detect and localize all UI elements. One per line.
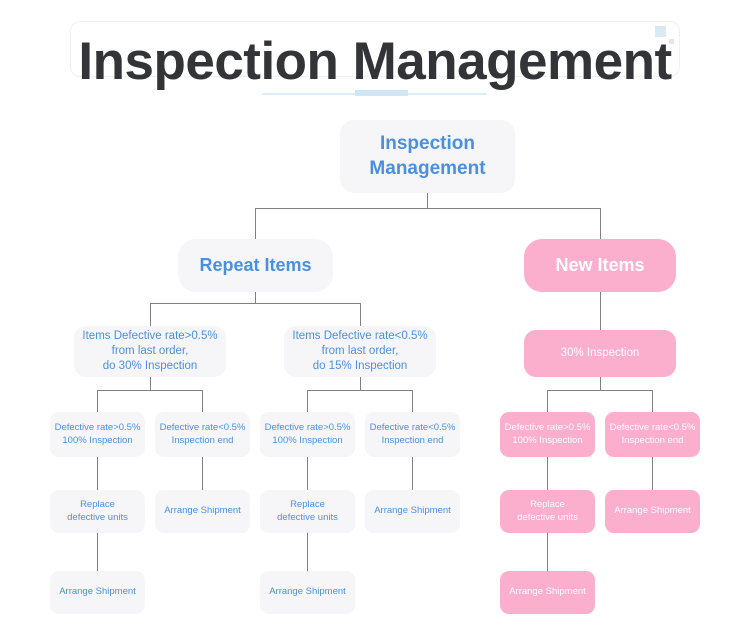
node-r2-replace-units[interactable]: Replace defective units xyxy=(260,490,355,533)
node-r1-defective-high[interactable]: Defective rate>0.5% 100% Inspection xyxy=(50,412,145,457)
connector-new-inspection-to-left xyxy=(547,390,548,412)
node-new-arrange-shipment[interactable]: Arrange Shipment xyxy=(605,490,700,533)
node-r1-defective-low[interactable]: Defective rate<0.5% Inspection end xyxy=(155,412,250,457)
connector-repeat-bar xyxy=(150,303,361,304)
node-repeat-rule-low[interactable]: Items Defective rate<0.5% from last orde… xyxy=(284,326,436,377)
node-new-final-arrange-shipment[interactable]: Arrange Shipment xyxy=(500,571,595,614)
node-new-replace-units[interactable]: Replace defective units xyxy=(500,490,595,533)
node-new-items[interactable]: New Items xyxy=(524,239,676,292)
connector-rule-high-stem xyxy=(150,377,151,390)
node-root[interactable]: Inspection Management xyxy=(340,120,515,193)
connector-n-high-to-replace xyxy=(547,457,548,490)
node-r1-final-arrange-shipment[interactable]: Arrange Shipment xyxy=(50,571,145,614)
connector-new-inspection-bar xyxy=(547,390,653,391)
connector-r2-high-to-replace xyxy=(307,457,308,490)
connector-r1-high-to-replace xyxy=(97,457,98,490)
connector-new-inspection-stem xyxy=(600,377,601,390)
node-repeat-rule-high[interactable]: Items Defective rate>0.5% from last orde… xyxy=(74,326,226,377)
connector-new-inspection-to-right xyxy=(652,390,653,412)
connector-r1-replace-to-arrange xyxy=(97,533,98,571)
node-r2-arrange-shipment[interactable]: Arrange Shipment xyxy=(365,490,460,533)
connector-rule-low-stem xyxy=(360,377,361,390)
page-title: Inspection Management xyxy=(78,31,672,91)
connector-repeat-stem xyxy=(255,292,256,303)
connector-rule-high-to-left xyxy=(97,390,98,412)
connector-rule-high-to-right xyxy=(202,390,203,412)
node-r1-replace-units[interactable]: Replace defective units xyxy=(50,490,145,533)
node-repeat-items[interactable]: Repeat Items xyxy=(178,239,333,292)
connector-repeat-to-rule-low xyxy=(360,303,361,326)
node-new-defective-high[interactable]: Defective rate>0.5% 100% Inspection xyxy=(500,412,595,457)
connector-root-to-new xyxy=(600,208,601,239)
connector-rule-low-to-right xyxy=(412,390,413,412)
title-underline-accent xyxy=(355,90,408,96)
title-frame xyxy=(70,21,680,77)
connector-r2-low-to-arrange xyxy=(412,457,413,490)
connector-new-to-inspection xyxy=(600,292,601,330)
node-new-inspection[interactable]: 30% Inspection xyxy=(524,330,676,377)
connector-rule-low-to-left xyxy=(307,390,308,412)
decorative-square-small-icon xyxy=(669,39,674,44)
connector-rule-low-bar xyxy=(307,390,413,391)
node-r2-defective-low[interactable]: Defective rate<0.5% Inspection end xyxy=(365,412,460,457)
decorative-square-icon xyxy=(655,26,666,37)
node-r1-arrange-shipment[interactable]: Arrange Shipment xyxy=(155,490,250,533)
connector-repeat-to-rule-high xyxy=(150,303,151,326)
connector-root-stem xyxy=(427,193,428,209)
connector-n-replace-to-arrange xyxy=(547,533,548,571)
connector-root-bar xyxy=(255,208,601,209)
node-r2-defective-high[interactable]: Defective rate>0.5% 100% Inspection xyxy=(260,412,355,457)
connector-root-to-repeat xyxy=(255,208,256,239)
connector-r1-low-to-arrange xyxy=(202,457,203,490)
connector-n-low-to-arrange xyxy=(652,457,653,490)
connector-rule-high-bar xyxy=(97,390,203,391)
connector-r2-replace-to-arrange xyxy=(307,533,308,571)
node-new-defective-low[interactable]: Defective rate<0.5% Inspection end xyxy=(605,412,700,457)
node-r2-final-arrange-shipment[interactable]: Arrange Shipment xyxy=(260,571,355,614)
